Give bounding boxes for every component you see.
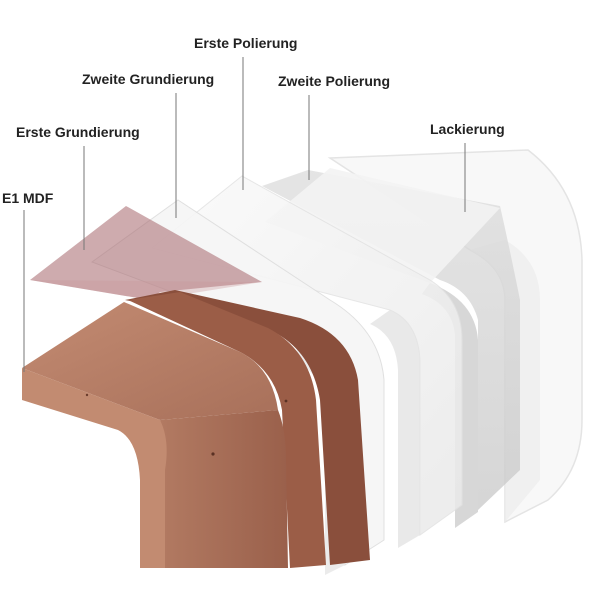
layer-e1-mdf <box>22 290 370 568</box>
leader-lines <box>23 57 466 372</box>
label-erste-grundierung: Erste Grundierung <box>16 124 140 140</box>
label-lackierung: Lackierung <box>430 121 505 137</box>
label-e1-mdf: E1 MDF <box>2 190 54 206</box>
layer-zweite-polierung <box>262 168 520 528</box>
label-erste-polierung: Erste Polierung <box>194 35 298 51</box>
layer-erste-grundierung <box>30 206 262 300</box>
label-zweite-polierung: Zweite Polierung <box>278 73 391 89</box>
label-zweite-grundierung: Zweite Grundierung <box>82 71 215 87</box>
